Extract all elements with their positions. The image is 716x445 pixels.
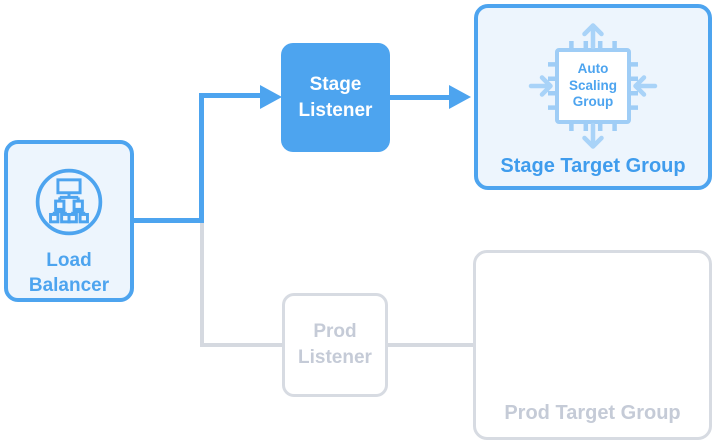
node-prod-listener: Prod Listener — [282, 293, 388, 397]
connector-prod-vertical-line — [200, 221, 204, 346]
stage-target-group-label: Stage Target Group — [500, 155, 686, 177]
scale-in-right-arrow-icon — [633, 75, 658, 97]
node-stage-target-group: Auto Scaling Group Stage Target Group — [474, 4, 712, 190]
node-load-balancer: Load Balancer — [4, 140, 134, 302]
auto-scaling-chip-icon: Auto Scaling Group — [523, 16, 663, 156]
scale-down-arrow-icon — [582, 122, 604, 149]
arrowhead-into-stage-listener-icon — [260, 85, 282, 109]
auto-scaling-chip-icon-svg — [528, 23, 658, 149]
node-stage-listener: Stage Listener — [281, 43, 390, 152]
prod-listener-label: Prod Listener — [298, 321, 372, 368]
connector-stage-vertical-line — [199, 93, 204, 223]
stage-listener-label: Stage Listener — [298, 73, 373, 121]
scale-up-arrow-icon — [582, 23, 604, 50]
scale-in-left-arrow-icon — [528, 75, 553, 97]
load-balancer-icon — [33, 166, 105, 238]
connector-lb-horizontal-line — [134, 218, 202, 223]
arrowhead-into-stage-target-group-icon — [449, 85, 471, 109]
connector-stage-horizontal-line — [199, 93, 261, 98]
connector-prod-horizontal-line — [200, 343, 284, 347]
auto-scaling-group-label: Auto Scaling Group — [568, 60, 617, 110]
prod-target-group-label: Prod Target Group — [504, 402, 681, 424]
node-prod-target-group: Prod Target Group — [473, 250, 712, 440]
load-balancer-label: Load Balancer — [28, 250, 110, 297]
connector-stage-listener-to-target-line — [390, 95, 450, 100]
connector-prod-listener-to-target-line — [388, 343, 474, 347]
load-balancer-icon-svg — [35, 168, 103, 236]
